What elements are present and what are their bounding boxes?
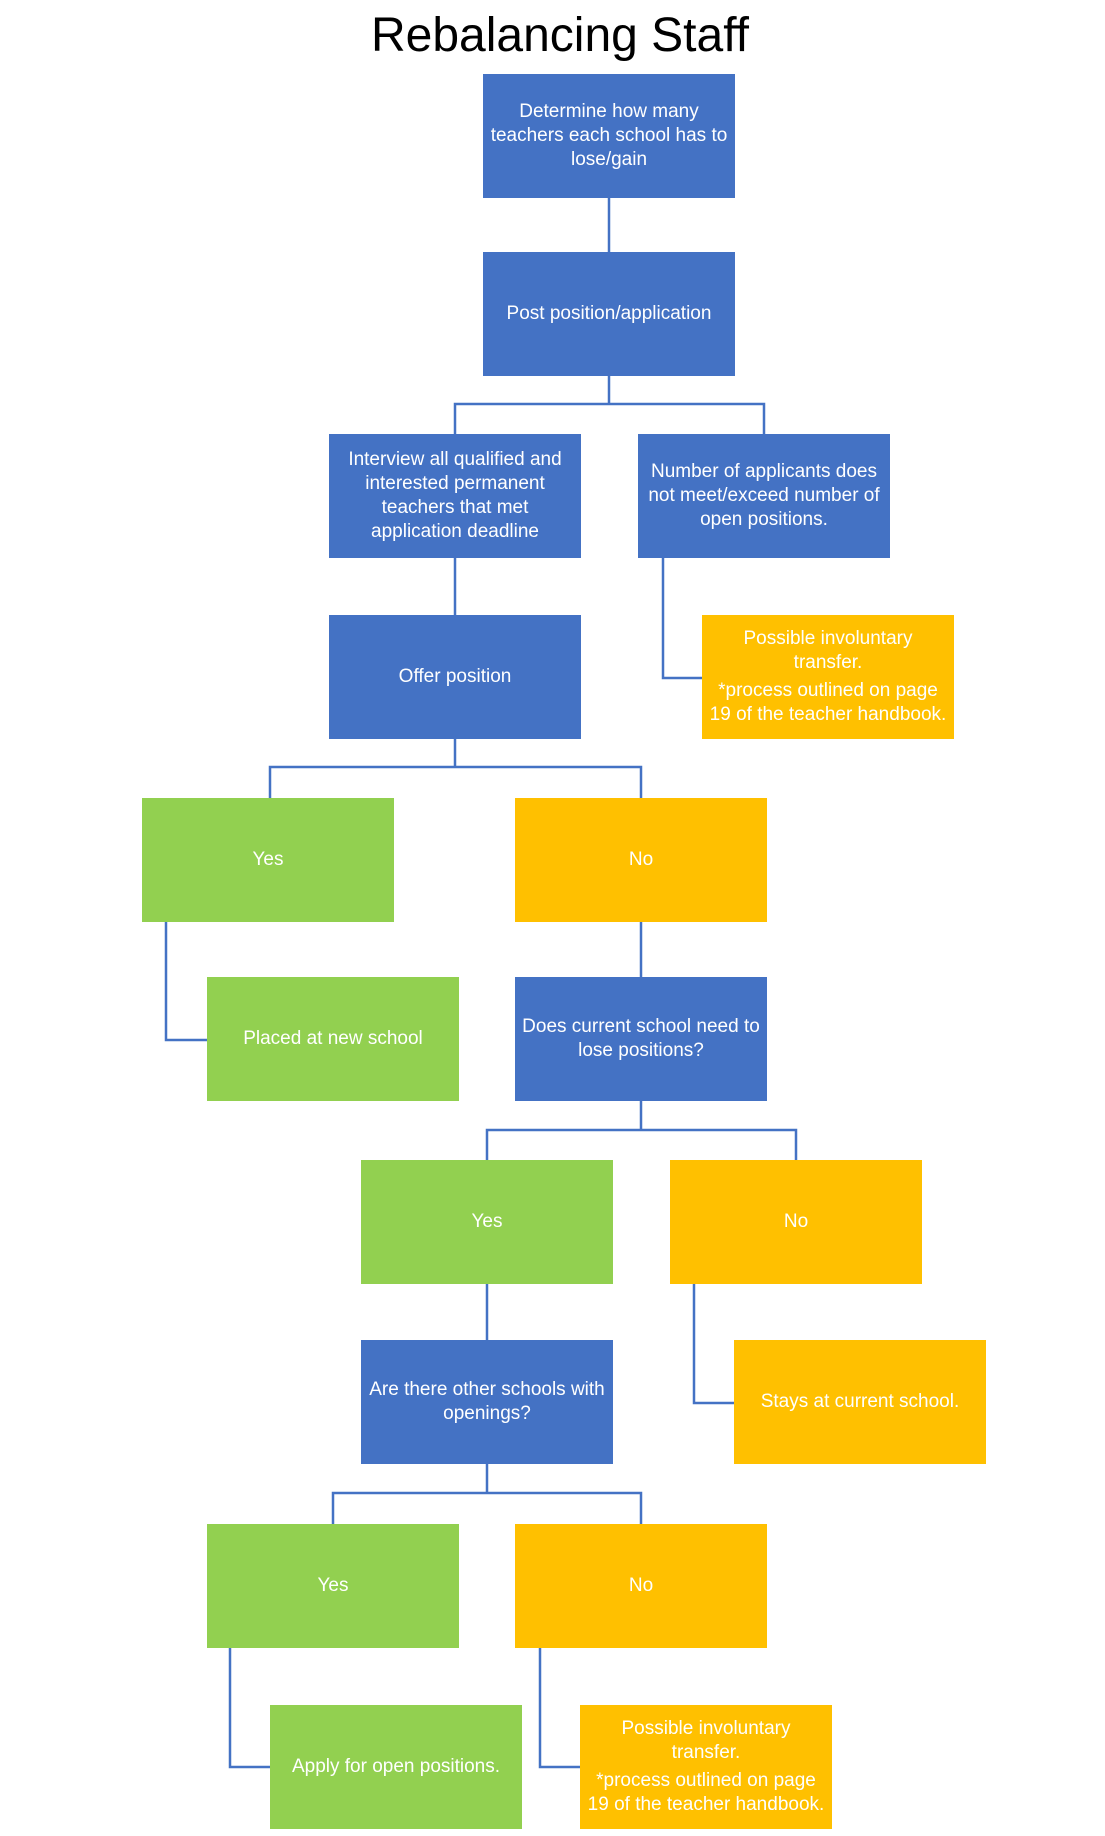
node-involuntary-transfer-1: Possible involuntary transfer. *process …: [702, 615, 954, 739]
node-other-schools-question: Are there other schools with openings?: [361, 1340, 613, 1464]
node-applicants-insufficient: Number of applicants does not meet/excee…: [638, 434, 890, 558]
connector-lose-branch: [485, 1101, 798, 1160]
node-offer-no: No: [515, 798, 767, 922]
connector-yes-placed: [164, 922, 207, 1042]
node-stays-current-school: Stays at current school.: [734, 1340, 986, 1464]
connector-no-stays: [692, 1284, 734, 1405]
node-other-no: No: [515, 1524, 767, 1648]
node-other-yes: Yes: [207, 1524, 459, 1648]
node-lose-positions-question: Does current school need to lose positio…: [515, 977, 767, 1101]
node-post-position: Post position/application: [483, 252, 735, 376]
page-title: Rebalancing Staff: [370, 9, 750, 62]
node-apply-open-positions: Apply for open positions.: [270, 1705, 522, 1829]
connector-offer-branch: [268, 739, 643, 798]
node-placed-new-school: Placed at new school: [207, 977, 459, 1101]
connector-no-involuntary: [538, 1648, 580, 1769]
connector-yes-apply: [228, 1648, 270, 1769]
node-lose-yes: Yes: [361, 1160, 613, 1284]
node-interview: Interview all qualified and interested p…: [329, 434, 581, 558]
node-determine: Determine how many teachers each school …: [483, 74, 735, 198]
connector-applicants-involuntary: [661, 558, 702, 680]
node-offer-position: Offer position: [329, 615, 581, 739]
node-offer-yes: Yes: [142, 798, 394, 922]
connector-post-branch: [453, 376, 766, 434]
node-involuntary-transfer-2: Possible involuntary transfer. *process …: [580, 1705, 832, 1829]
connector-other-branch: [331, 1463, 643, 1524]
node-lose-no: No: [670, 1160, 922, 1284]
